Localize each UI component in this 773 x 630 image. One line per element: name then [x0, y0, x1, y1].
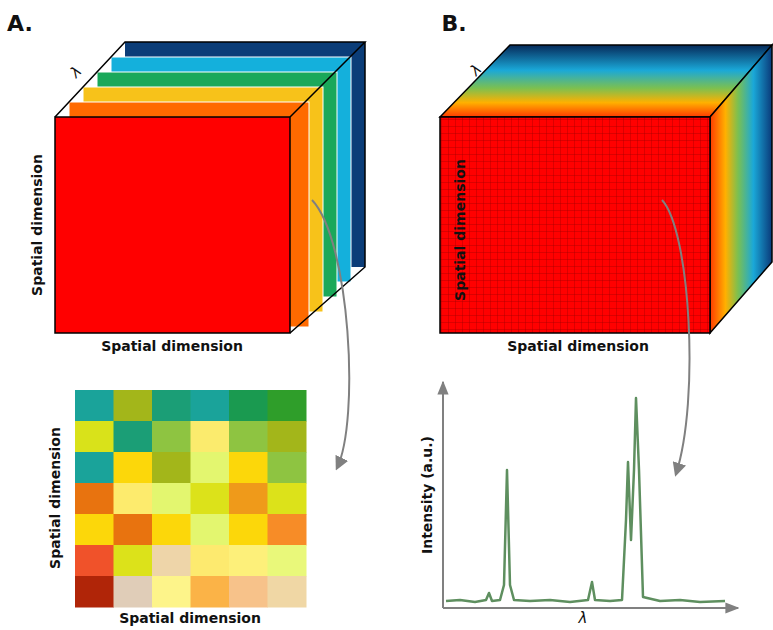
heat-cell: [229, 483, 268, 515]
callout-arrow: [662, 200, 690, 474]
heat-cell: [114, 514, 153, 546]
heat-cell: [268, 421, 307, 453]
heat-cell: [75, 421, 114, 453]
spectrum-plot: [443, 382, 738, 608]
heat-cell: [152, 483, 191, 515]
band-slices: [55, 42, 365, 333]
heat-cell: [191, 483, 230, 515]
heat-cell: [268, 452, 307, 484]
heat-cell: [191, 576, 230, 608]
axis-label: λ: [579, 610, 588, 627]
heat-cell: [152, 452, 191, 484]
heat-cell: [268, 576, 307, 608]
heat-cell: [152, 576, 191, 608]
heat-cell: [191, 421, 230, 453]
axis-label: Spatial dimension: [30, 154, 45, 296]
axis-label: Spatial dimension: [101, 339, 243, 354]
heat-cell: [152, 421, 191, 453]
heat-cell: [229, 514, 268, 546]
heat-cell: [114, 390, 153, 422]
heat-cell: [75, 514, 114, 546]
heat-cell: [75, 452, 114, 484]
axis-label: Spatial dimension: [453, 159, 468, 301]
hypercube: [440, 45, 772, 333]
heat-cell: [75, 390, 114, 422]
heat-cell: [114, 421, 153, 453]
heat-cell: [229, 545, 268, 577]
callout-arrow: [312, 200, 349, 468]
heat-cell: [152, 390, 191, 422]
heat-cell: [114, 545, 153, 577]
heat-cell: [268, 545, 307, 577]
heat-cell: [229, 576, 268, 608]
heat-cell: [114, 483, 153, 515]
heat-cell: [268, 390, 307, 422]
heat-cell: [229, 452, 268, 484]
heat-cell: [114, 452, 153, 484]
heat-cell: [229, 390, 268, 422]
band-image: [75, 390, 307, 608]
axis-label: Spatial dimension: [119, 611, 261, 626]
heat-cell: [191, 452, 230, 484]
heat-cell: [75, 483, 114, 515]
heat-cell: [229, 421, 268, 453]
axis-label: Intensity (a.u.): [420, 436, 435, 554]
heat-cell: [114, 576, 153, 608]
heat-cell: [191, 545, 230, 577]
axis-label: Spatial dimension: [48, 427, 63, 569]
heat-cell: [75, 576, 114, 608]
heat-cell: [191, 514, 230, 546]
cube-frame: [55, 42, 365, 333]
heat-cell: [191, 390, 230, 422]
panel-letter: A.: [7, 12, 33, 36]
panel-letter: B.: [441, 12, 466, 36]
axis-label: Spatial dimension: [507, 339, 649, 354]
heat-cell: [268, 483, 307, 515]
axis-label: λ: [67, 63, 85, 81]
heat-cell: [152, 514, 191, 546]
heat-cell: [268, 514, 307, 546]
heat-cell: [75, 545, 114, 577]
heat-cell: [152, 545, 191, 577]
